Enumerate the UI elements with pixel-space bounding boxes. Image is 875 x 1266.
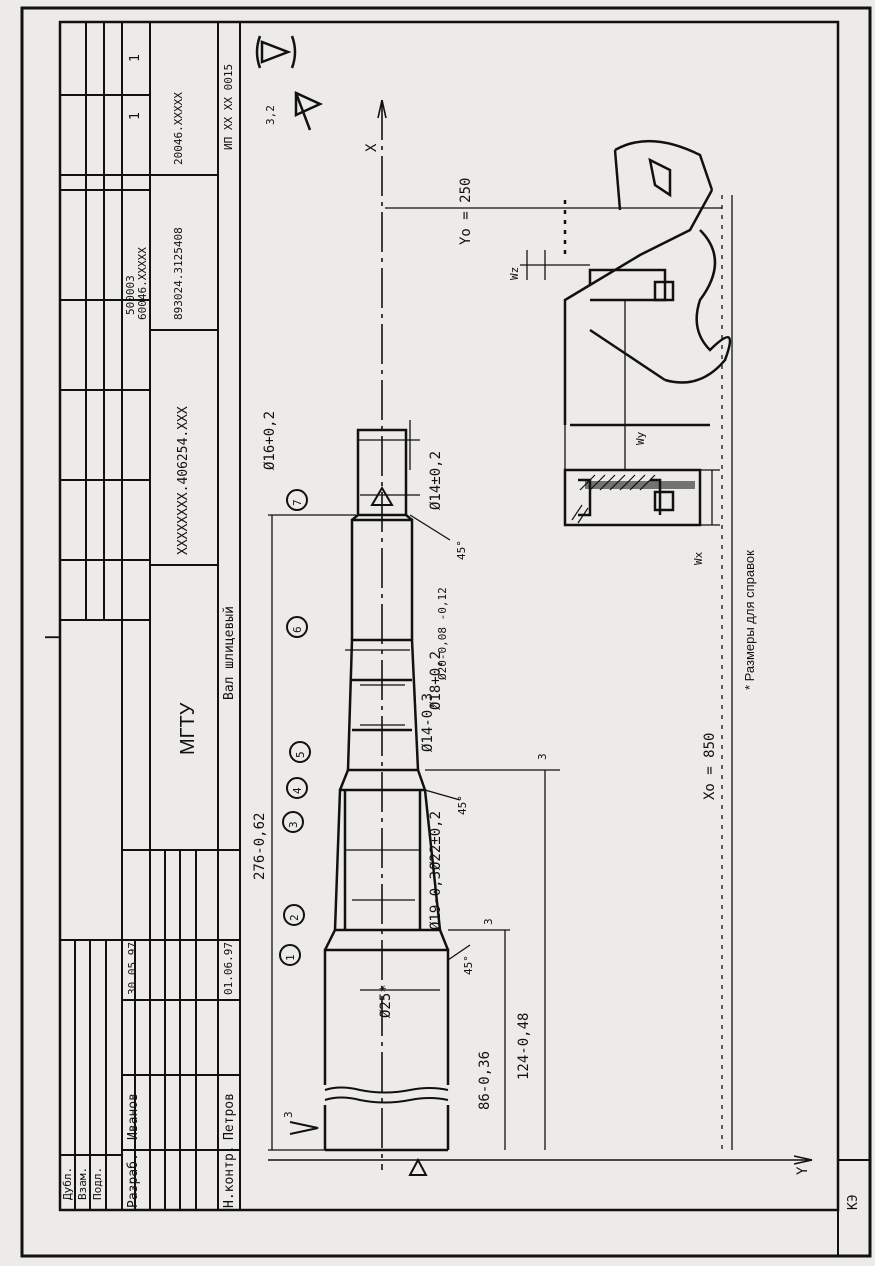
dim-diameter-22: Ø22±0,2 (428, 810, 444, 870)
dim-xo: Xo = 850 (702, 732, 718, 800)
chamfer-angle-3: 45° (455, 540, 468, 560)
surface-number-4: 4 (291, 787, 304, 794)
roughness-left-value: 3 (282, 1111, 295, 1118)
sheet-count: 1 (128, 54, 143, 62)
organization-name: МГТУ (177, 702, 199, 755)
surface-number-6: 6 (291, 626, 304, 633)
norm-control-name: Петров (222, 1093, 237, 1140)
developer-date: 30.05.97 (126, 942, 139, 995)
title-block (60, 21, 241, 1210)
form-code: ИП XX XX 0015 (222, 63, 235, 150)
code-box: КЭ (846, 1194, 861, 1210)
surface-number-1: 1 (284, 954, 297, 961)
axis-label-y: Y (795, 1166, 811, 1175)
norm-control-date: 01.06.97 (222, 942, 235, 995)
dim-yo: Yo = 250 (458, 177, 474, 245)
developer-name: Иванов (126, 1093, 141, 1140)
surface-number-7: 7 (291, 499, 304, 506)
outer-frame (20, 6, 872, 1258)
roughness-symbol (255, 35, 324, 131)
fixture-sketch (563, 139, 732, 527)
surface-number-3: 3 (287, 821, 300, 828)
axis-label-x: X (364, 143, 380, 152)
dim-length-86: 86-0,36 (477, 1050, 493, 1110)
machine-code: 20046.XXXXX (172, 92, 185, 165)
label-wz: Wz (508, 266, 521, 280)
dimension-lines (268, 195, 733, 1151)
label-wx: Wx (692, 551, 705, 565)
reference-note: * Размеры для справок (742, 550, 757, 690)
surface-number-2: 2 (288, 914, 301, 921)
dim-diameter-16: Ø16+0,2 (262, 410, 278, 470)
side-label-podl: Подл. (91, 1166, 104, 1200)
label-wy: Wy (634, 431, 647, 445)
operation-code: 893024.3125408 (172, 227, 185, 320)
axes (268, 99, 813, 1176)
surface-number-balloons (279, 489, 311, 966)
chamfer-angle-2: 45° (456, 795, 469, 815)
dim-diameter-14b: Ø14±0,2 (428, 450, 444, 510)
dim-diameter-19: Ø19-0,3 (428, 870, 444, 930)
roman-mark: I (42, 634, 64, 640)
reference-bottom: 60046.XXXXX (136, 247, 149, 320)
developer-role: Разраб. (126, 1153, 141, 1208)
surface-number-5: 5 (294, 751, 307, 758)
dim-diameter-20: Ø20-0,08 -0,12 (436, 587, 449, 680)
dim-length-276: 276-0,62 (252, 812, 268, 880)
shaft-outline (323, 428, 450, 1152)
dim-diameter-25: Ø25* (378, 984, 394, 1018)
section-hatch (571, 474, 656, 524)
part-name: Вал шлицевый (222, 606, 237, 700)
dim-length-124: 124-0,48 (516, 1012, 532, 1080)
dim-small-3b: 3 (536, 753, 549, 760)
roughness-value: 3,2 (264, 105, 277, 125)
dim-small-3a: 3 (482, 918, 495, 925)
chamfer-angle-1: 45° (462, 955, 475, 975)
sheet-number: 1 (128, 112, 143, 120)
norm-control-role: Н.контр. (222, 1145, 237, 1208)
side-label-dubl: Дубл. (61, 1166, 74, 1200)
side-label-vzam: Взам. (76, 1166, 89, 1200)
document-number: XXXXXXXX.406254.XXX (176, 406, 191, 555)
